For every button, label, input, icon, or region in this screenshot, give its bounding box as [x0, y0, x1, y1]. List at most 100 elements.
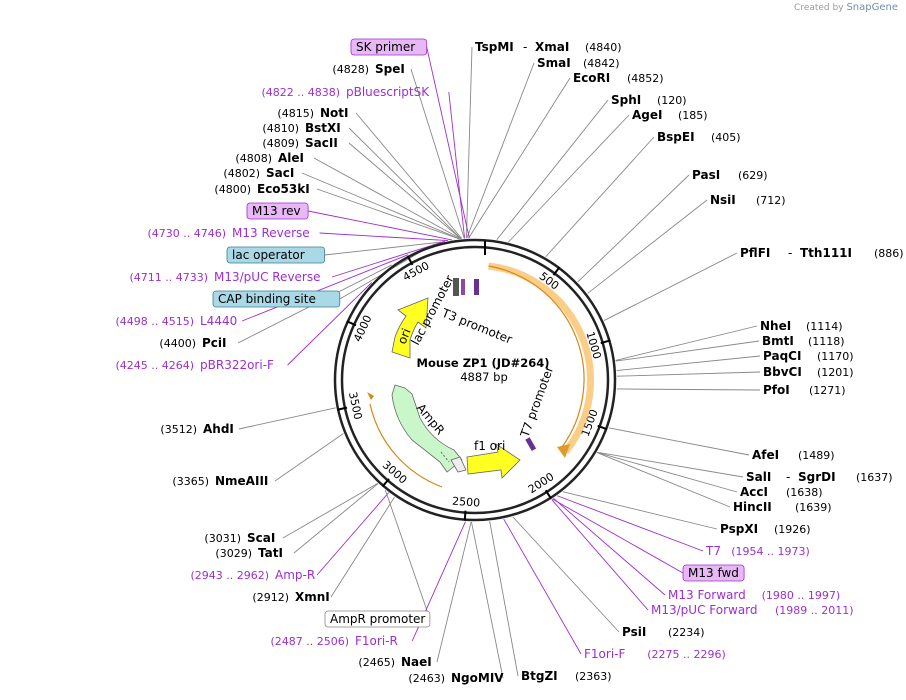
tick-mark — [597, 424, 608, 431]
snapgene-logo: SnapGene — [846, 2, 898, 13]
primer-pos: (4245 .. 4264) — [115, 359, 194, 372]
leader-line — [616, 371, 761, 377]
leader-line — [608, 427, 750, 456]
enzyme-name: AhdI — [203, 422, 234, 436]
backbone-inner-ring — [340, 245, 610, 515]
tick-label: 4000 — [351, 313, 374, 344]
leader-line — [553, 497, 666, 596]
lac-promoter-marker — [453, 278, 459, 296]
enzyme-site: (3029)TatI — [215, 546, 283, 560]
enzyme-name: SmaI — [537, 56, 571, 70]
label-box — [226, 246, 325, 264]
primer-site: (4498 .. 4515)L4440 — [115, 314, 237, 328]
enzyme-name: BmtI — [762, 334, 794, 348]
enzyme-site: (3512) AhdI — [160, 422, 233, 436]
enzyme-pos: (3512) — [160, 423, 197, 436]
leader-line — [330, 496, 395, 598]
leader-line — [426, 46, 470, 239]
enzyme-pos: (4852) — [627, 72, 664, 85]
box-text: SK primer — [356, 40, 415, 54]
enzyme-name: PspXI — [720, 522, 758, 536]
enzyme-site: PspXI(1926) — [720, 522, 811, 536]
enzyme-name: BstXI — [305, 121, 341, 135]
primer-site: F1ori-F (2275 .. 2296) — [584, 647, 726, 661]
enzyme-pos: (4800) — [214, 183, 251, 196]
leader-line — [616, 388, 761, 391]
primer-name: M13/pUC Forward — [651, 603, 758, 617]
leader-line — [301, 172, 460, 240]
primer-pos: (4730 .. 4746) — [147, 227, 226, 240]
f1-ori-label: f1 ori — [474, 439, 505, 453]
enzyme-pos: (4828) — [332, 63, 369, 76]
enzyme-name: SgrDI — [798, 470, 836, 484]
leader-line — [316, 492, 389, 576]
boxed-feature-label: SK primer — [350, 38, 428, 56]
primer-name: T7 — [705, 544, 721, 558]
enzyme-pos: (2463) — [408, 672, 445, 685]
enzyme-pos: (1639) — [795, 501, 832, 514]
enzyme-pos: (2465) — [358, 656, 395, 669]
enzyme-name: AccI — [740, 485, 768, 499]
primer-pos: (4822 .. 4838) — [261, 86, 340, 99]
site-labels: TspMI-XmaI(4840) SmaI(4842)EcoRI (4852) Sph… — [115, 38, 904, 685]
enzyme-site: AfeI(1489) — [752, 448, 835, 462]
enzyme-pos: (4802) — [223, 167, 260, 180]
leader-line — [331, 240, 446, 278]
enzyme-site: SphI(120) — [611, 93, 687, 107]
leader-line — [597, 451, 738, 493]
enzyme-name: PsiI — [622, 625, 646, 639]
primer-name: M13/pUC Reverse — [214, 270, 321, 284]
enzyme-pos: (1114) — [806, 320, 843, 333]
enzyme-name: XmnI — [295, 590, 330, 604]
leader-line — [615, 340, 760, 362]
plasmid-name: Mouse ZP1 (JD#264) — [417, 356, 550, 370]
enzyme-name: NheI — [760, 319, 791, 333]
primer-name: M13 Forward — [668, 588, 746, 602]
primer-pos: (2275 .. 2296) — [647, 648, 726, 661]
leader-line — [603, 252, 738, 321]
leader-lines — [237, 46, 761, 679]
leader-line — [496, 99, 609, 240]
leader-line — [508, 114, 630, 243]
box-text: M13 rev — [252, 204, 301, 218]
leader-line — [355, 112, 463, 239]
enzyme-pos: (120) — [657, 94, 687, 107]
primer-name: F1ori-F — [584, 647, 625, 661]
enzyme-name: NgoMIV — [451, 671, 504, 685]
leader-line — [274, 433, 344, 482]
primer-site: (2487 .. 2506)F1ori-R — [270, 634, 397, 648]
label-box — [682, 564, 745, 582]
leader-line — [448, 91, 466, 239]
enzyme-pos: (1637) — [856, 471, 893, 484]
label-box — [324, 610, 431, 628]
tick-mark — [336, 406, 348, 411]
enzyme-name: EcoRI — [573, 71, 610, 85]
enzyme-pos: (712) — [756, 194, 786, 207]
enzyme-name: BbvCI — [763, 365, 802, 379]
leader-line — [466, 62, 535, 239]
boxed-feature-label: AmpR promoter — [324, 610, 431, 628]
enzyme-pos: (1271) — [809, 384, 846, 397]
credit-prefix: Created by — [794, 3, 844, 13]
enzyme-site: HincII(1639) — [733, 500, 832, 514]
ori-label: ori — [395, 326, 414, 346]
boxed-feature-label: CAP binding site — [212, 290, 341, 308]
enzyme-site: SmaI(4842) — [537, 56, 620, 70]
primer-name: pBluescriptSK — [346, 85, 430, 99]
enzyme-site: TspMI-XmaI(4840) — [475, 40, 622, 54]
boxed-feature-label: lac operator — [226, 246, 325, 264]
enzyme-site: (4810)BstXI — [262, 121, 340, 135]
enzyme-site: NsiI(712) — [710, 193, 786, 207]
enzyme-name: PciI — [202, 336, 227, 350]
enzyme-pos: (2363) — [575, 670, 612, 683]
leader-line — [313, 157, 461, 240]
enzyme-pos: (4808) — [235, 152, 272, 165]
primer-site: M13/pUC Forward(1989 .. 2011) — [651, 603, 854, 617]
enzyme-name: BtgZI — [521, 669, 558, 683]
enzyme-site: (2465)NaeI — [358, 655, 431, 669]
backbone-outer-ring — [333, 238, 617, 522]
tick-mark — [406, 255, 414, 266]
enzyme-site: (4815)NotI — [277, 106, 348, 120]
primer-pos: (1954 .. 1973) — [731, 545, 810, 558]
primer-pos: (1980 .. 1997) — [762, 589, 841, 602]
